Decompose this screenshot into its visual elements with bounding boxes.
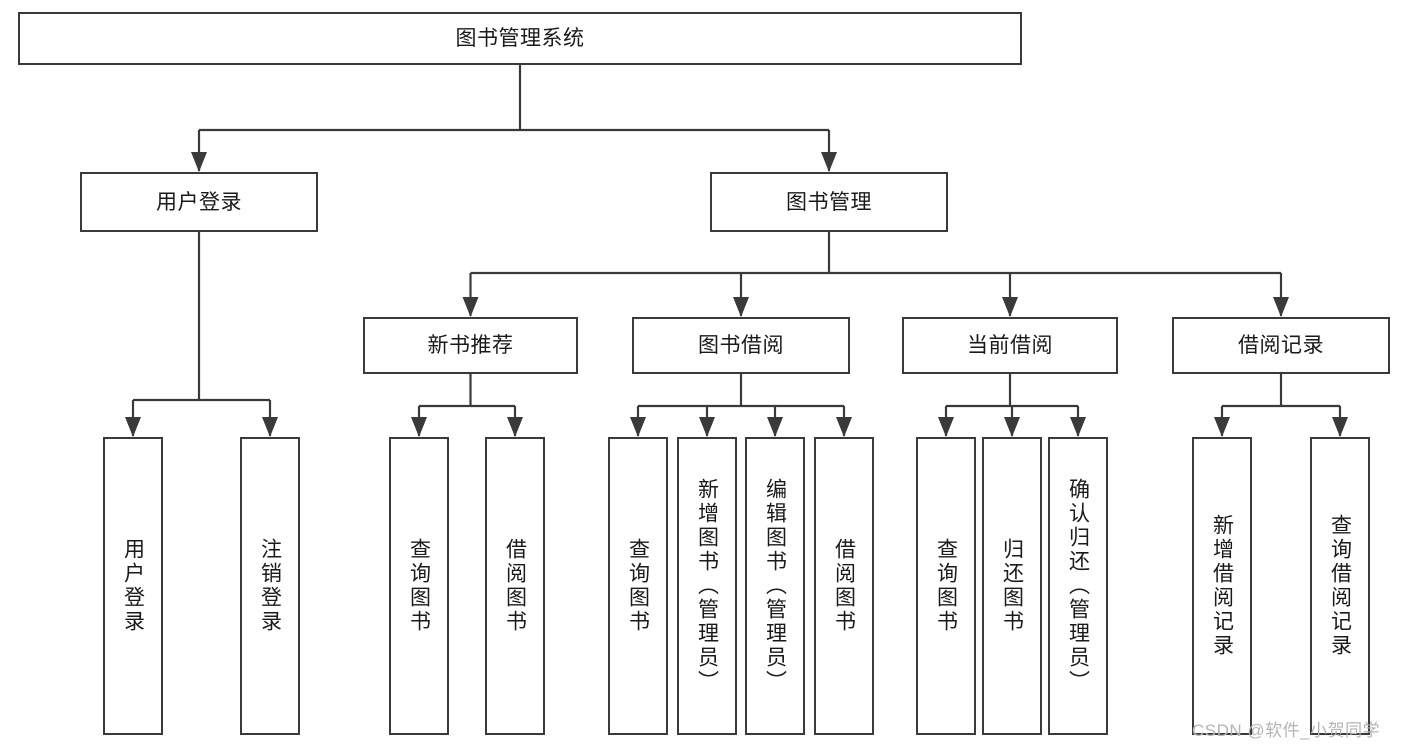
arrowhead-leaf-query-book-borrow xyxy=(630,417,646,437)
node-label-leaf-user-login: 用户登录 xyxy=(121,538,145,634)
node-label-leaf-query-book-rec: 查询图书 xyxy=(407,538,431,634)
node-leaf-query-book-borrow[interactable]: 查询图书 xyxy=(608,437,668,735)
node-label-leaf-add-record: 新增借阅记录 xyxy=(1210,514,1234,658)
node-label-root: 图书管理系统 xyxy=(455,27,585,50)
arrowhead-new-book-rec xyxy=(462,297,479,317)
node-label-user-login: 用户登录 xyxy=(156,190,242,214)
node-label-leaf-query-book-cur: 查询图书 xyxy=(934,538,958,634)
node-current-borrow[interactable]: 当前借阅 xyxy=(902,317,1118,374)
node-label-leaf-query-book-borrow: 查询图书 xyxy=(626,538,650,634)
arrowhead-leaf-confirm-return xyxy=(1070,417,1086,437)
node-root[interactable]: 图书管理系统 xyxy=(18,12,1022,65)
node-leaf-logout[interactable]: 注销登录 xyxy=(240,437,300,735)
node-label-leaf-add-book: 新增图书（管理员） xyxy=(695,478,719,694)
node-label-leaf-query-record: 查询借阅记录 xyxy=(1328,514,1352,658)
arrowhead-leaf-return-book xyxy=(1004,417,1020,437)
arrowhead-leaf-add-book xyxy=(699,417,715,437)
node-leaf-borrow-book-rec[interactable]: 借阅图书 xyxy=(485,437,545,735)
arrowhead-current-borrow xyxy=(1002,297,1018,317)
arrowhead-book-manage xyxy=(821,152,837,172)
node-label-book-manage: 图书管理 xyxy=(786,190,872,214)
arrowhead-leaf-logout xyxy=(262,417,278,437)
arrowhead-leaf-borrow-book-rec xyxy=(507,417,523,437)
arrowhead-leaf-user-login xyxy=(125,417,141,437)
node-label-leaf-borrow-book-rec: 借阅图书 xyxy=(503,538,527,634)
node-label-leaf-confirm-return: 确认归还（管理员） xyxy=(1066,478,1090,694)
arrowhead-book-borrow xyxy=(733,297,749,317)
node-label-leaf-logout: 注销登录 xyxy=(258,538,282,634)
node-leaf-add-record[interactable]: 新增借阅记录 xyxy=(1192,437,1252,735)
node-leaf-add-book[interactable]: 新增图书（管理员） xyxy=(677,437,737,735)
node-label-leaf-edit-book: 编辑图书（管理员） xyxy=(763,478,787,694)
node-new-book-rec[interactable]: 新书推荐 xyxy=(363,317,578,374)
node-label-leaf-return-book: 归还图书 xyxy=(1000,538,1024,634)
node-leaf-query-book-cur[interactable]: 查询图书 xyxy=(916,437,976,735)
arrowhead-user-login xyxy=(191,152,207,172)
node-label-borrow-record: 借阅记录 xyxy=(1238,334,1324,357)
node-label-leaf-borrow-book: 借阅图书 xyxy=(832,538,856,634)
arrowhead-leaf-edit-book xyxy=(767,417,783,437)
node-leaf-return-book[interactable]: 归还图书 xyxy=(982,437,1042,735)
watermark-label: CSDN @软件_小贺同学 xyxy=(1192,721,1381,740)
node-user-login[interactable]: 用户登录 xyxy=(80,172,318,232)
node-leaf-user-login[interactable]: 用户登录 xyxy=(103,437,163,735)
node-label-book-borrow: 图书借阅 xyxy=(698,334,784,357)
node-leaf-edit-book[interactable]: 编辑图书（管理员） xyxy=(745,437,805,735)
node-leaf-query-record[interactable]: 查询借阅记录 xyxy=(1310,437,1370,735)
node-borrow-record[interactable]: 借阅记录 xyxy=(1172,317,1390,374)
arrowhead-borrow-record xyxy=(1273,297,1289,317)
node-book-manage[interactable]: 图书管理 xyxy=(710,172,948,232)
arrowhead-leaf-query-book-cur xyxy=(938,417,954,437)
arrowhead-leaf-query-record xyxy=(1332,417,1348,437)
node-leaf-confirm-return[interactable]: 确认归还（管理员） xyxy=(1048,437,1108,735)
node-book-borrow[interactable]: 图书借阅 xyxy=(632,317,850,374)
node-label-current-borrow: 当前借阅 xyxy=(967,334,1053,357)
node-leaf-borrow-book[interactable]: 借阅图书 xyxy=(814,437,874,735)
node-label-new-book-rec: 新书推荐 xyxy=(427,334,514,357)
node-leaf-query-book-rec[interactable]: 查询图书 xyxy=(389,437,449,735)
arrowhead-leaf-borrow-book xyxy=(836,417,852,437)
arrowhead-leaf-query-book-rec xyxy=(411,417,427,437)
arrowhead-leaf-add-record xyxy=(1214,417,1230,437)
